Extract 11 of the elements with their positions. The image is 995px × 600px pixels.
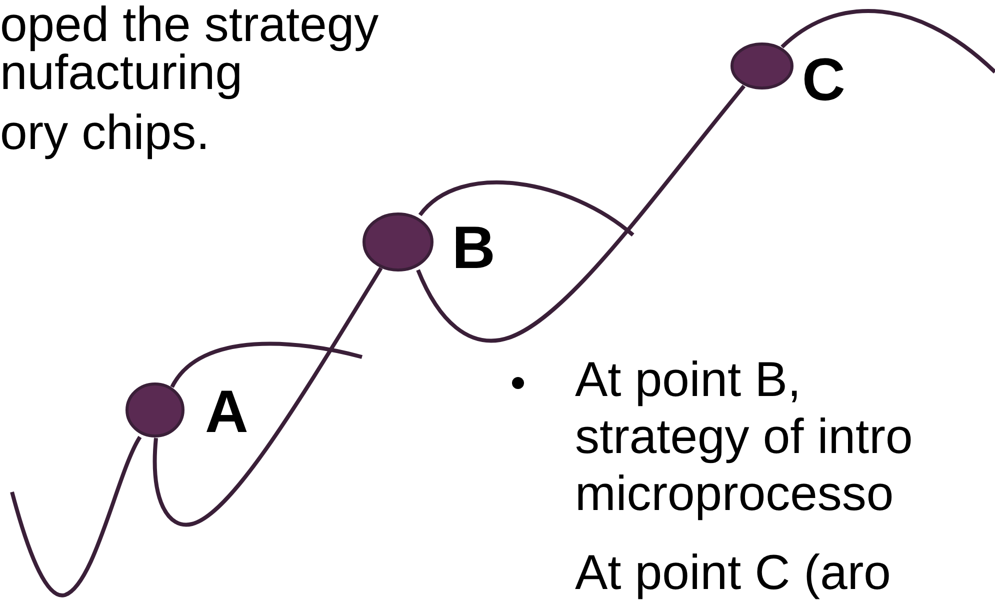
text-line: At point C (aro <box>575 548 891 600</box>
text-line: microprocesso <box>575 469 894 520</box>
text-line: strategy of intro <box>575 412 913 464</box>
point-label: A <box>205 382 248 442</box>
text-line: oped the strategy <box>0 0 379 52</box>
point-label: C <box>802 50 846 110</box>
text-line: ory chips. <box>0 108 210 160</box>
text-line: At point B, <box>575 355 802 406</box>
curve-line <box>416 84 746 343</box>
point-label: B <box>452 218 496 278</box>
curve-line <box>152 266 383 527</box>
